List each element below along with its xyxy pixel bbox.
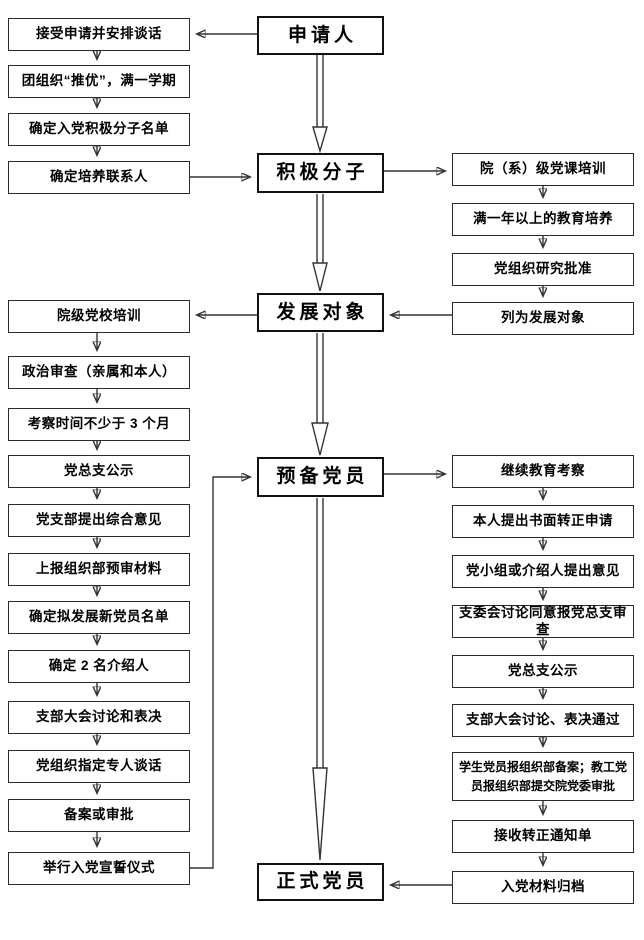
step-filing-or-approval: 备案或审批 [8, 799, 190, 832]
step-college-party-school: 院级党校培训 [8, 300, 190, 333]
step-activist-name-list: 确定入党积极分子名单 [8, 113, 190, 146]
step-general-branch-publicity-right: 党总支公示 [452, 655, 634, 688]
step-training-contact-person: 确定培养联系人 [8, 161, 190, 194]
step-receive-conversion-notice: 接收转正通知单 [452, 820, 634, 853]
step-designated-person-talk: 党组织指定专人谈话 [8, 750, 190, 783]
step-one-year-education: 满一年以上的教育培养 [452, 203, 634, 236]
stage-arrow-head-probationary-to-full [312, 767, 328, 861]
arrow-oath-ceremony-to-probationary [190, 477, 250, 869]
stage-arrow-shaft-activist-to-development [316, 194, 324, 263]
step-listed-as-development-target: 列为发展对象 [452, 302, 634, 335]
step-filing-approval-detail: 学生党员报组织部备案；教工党员报组织部提交院党委审批 [452, 752, 634, 801]
step-branch-meeting-vote: 支部大会讨论和表决 [8, 701, 190, 734]
step-written-conversion-application: 本人提出书面转正申请 [452, 505, 634, 538]
stage-full-member: 正式党员 [257, 863, 384, 901]
step-archive-materials: 入党材料归档 [452, 871, 634, 904]
step-general-branch-publicity-left: 党总支公示 [8, 455, 190, 488]
stage-arrow-shaft-development-to-probationary [316, 333, 324, 423]
stage-arrow-shaft-applicant-to-activist [316, 55, 324, 127]
stage-arrow-head-activist-to-development [312, 262, 328, 292]
step-submit-preaudit-materials: 上报组织部预审材料 [8, 553, 190, 586]
stage-development-target: 发展对象 [257, 293, 384, 332]
step-continuing-education: 继续教育考察 [452, 455, 634, 488]
step-oath-ceremony: 举行入党宣誓仪式 [8, 852, 190, 885]
stage-arrow-head-development-to-probationary [311, 422, 329, 456]
step-dept-party-class-training: 院（系）级党课培训 [452, 153, 634, 186]
step-branch-comprehensive-opinion: 党支部提出综合意见 [8, 504, 190, 537]
step-two-introducers: 确定 2 名介绍人 [8, 650, 190, 683]
stage-probationary-member: 预备党员 [257, 457, 384, 497]
stage-applicant: 申请人 [257, 16, 384, 55]
step-political-review: 政治审查（亲属和本人） [8, 356, 190, 389]
stage-arrow-head-applicant-to-activist [312, 126, 328, 154]
step-group-or-introducer-opinion: 党小组或介绍人提出意见 [452, 555, 634, 588]
stage-arrow-shaft-probationary-to-full [316, 498, 324, 768]
step-proposed-new-member-list: 确定拟发展新党员名单 [8, 601, 190, 634]
stage-activist: 积极分子 [257, 153, 384, 193]
step-branch-meeting-pass: 支部大会讨论、表决通过 [452, 704, 634, 737]
step-accept-application: 接受申请并安排谈话 [8, 18, 190, 51]
step-committee-discussion-review: 支委会讨论同意报党总支审查 [452, 605, 634, 638]
step-observation-period: 考察时间不少于 3 个月 [8, 408, 190, 441]
step-org-research-approval: 党组织研究批准 [452, 253, 634, 286]
step-league-recommend: 团组织“推优”，满一学期 [8, 65, 190, 98]
